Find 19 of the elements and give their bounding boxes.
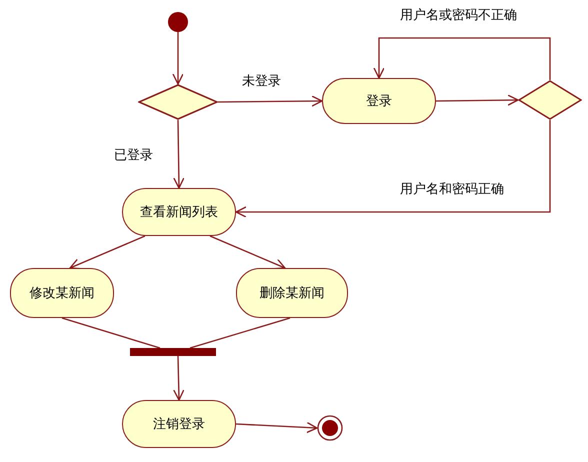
arrow (173, 356, 184, 401)
arrow (210, 235, 286, 270)
arrow (373, 37, 551, 80)
arrow (235, 120, 551, 218)
arrow (436, 94, 519, 106)
arrow (172, 32, 184, 85)
edge-label: 用户名和密码正确 (398, 180, 506, 198)
activity-box: 修改某新闻 (10, 268, 114, 318)
activity-box: 注销登录 (122, 400, 236, 448)
activity-box: 登录 (322, 78, 436, 124)
edge-label: 用户名或密码不正确 (398, 6, 519, 24)
arrow (218, 95, 323, 107)
arrow (173, 120, 184, 189)
activity-box: 删除某新闻 (236, 268, 348, 318)
arrow (69, 235, 146, 270)
arrow (236, 422, 318, 434)
edge-label: 未登录 (240, 72, 283, 90)
edge-label: 已登录 (112, 146, 155, 164)
activity-box: 查看新闻列表 (122, 188, 236, 236)
